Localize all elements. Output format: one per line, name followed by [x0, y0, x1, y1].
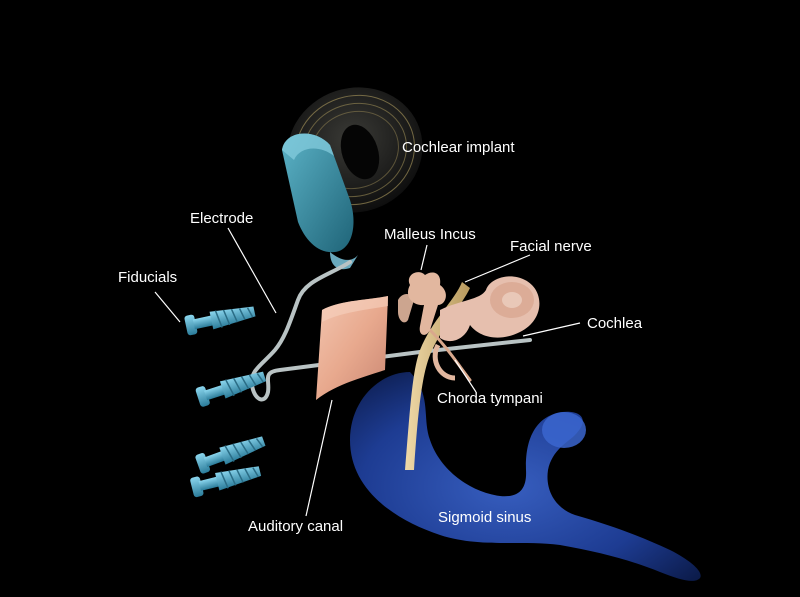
leader-lines	[154, 227, 581, 517]
cochlea-shape	[432, 276, 540, 381]
fiducial-screw-1	[184, 306, 256, 336]
leader-malleus-incus	[420, 244, 428, 271]
fiducial-screw-3	[195, 436, 266, 474]
cochlear-implant-device	[282, 87, 423, 270]
fiducial-screw-2	[195, 371, 267, 407]
fiducial-screw-4	[190, 466, 262, 498]
leader-electrode	[227, 227, 277, 314]
label-facial-nerve: Facial nerve	[510, 238, 592, 255]
label-sigmoid-sinus: Sigmoid sinus	[438, 509, 532, 526]
chorda-tympani-shape	[428, 328, 472, 382]
leader-cochlea	[522, 322, 581, 337]
leader-fiducials	[154, 291, 181, 323]
label-fiducials: Fiducials	[118, 269, 178, 286]
leader-auditory-canal	[305, 399, 333, 517]
leader-chorda-tympani	[454, 359, 477, 393]
sigmoid-sinus-shape	[350, 372, 701, 581]
label-auditory-canal: Auditory canal	[248, 518, 344, 535]
leader-facial-nerve	[464, 254, 531, 283]
label-chorda-tympani: Chorda tympani	[437, 390, 543, 407]
label-cochlear-implant: Cochlear implant	[402, 139, 515, 156]
label-cochlea: Cochlea	[587, 315, 643, 332]
label-malleus-incus: Malleus Incus	[384, 226, 476, 243]
label-electrode: Electrode	[190, 210, 254, 227]
auditory-canal-tissue	[316, 296, 388, 400]
facial-nerve-shape	[405, 282, 470, 470]
electrode-lead	[249, 260, 532, 402]
malleus-incus-shape	[398, 272, 446, 335]
